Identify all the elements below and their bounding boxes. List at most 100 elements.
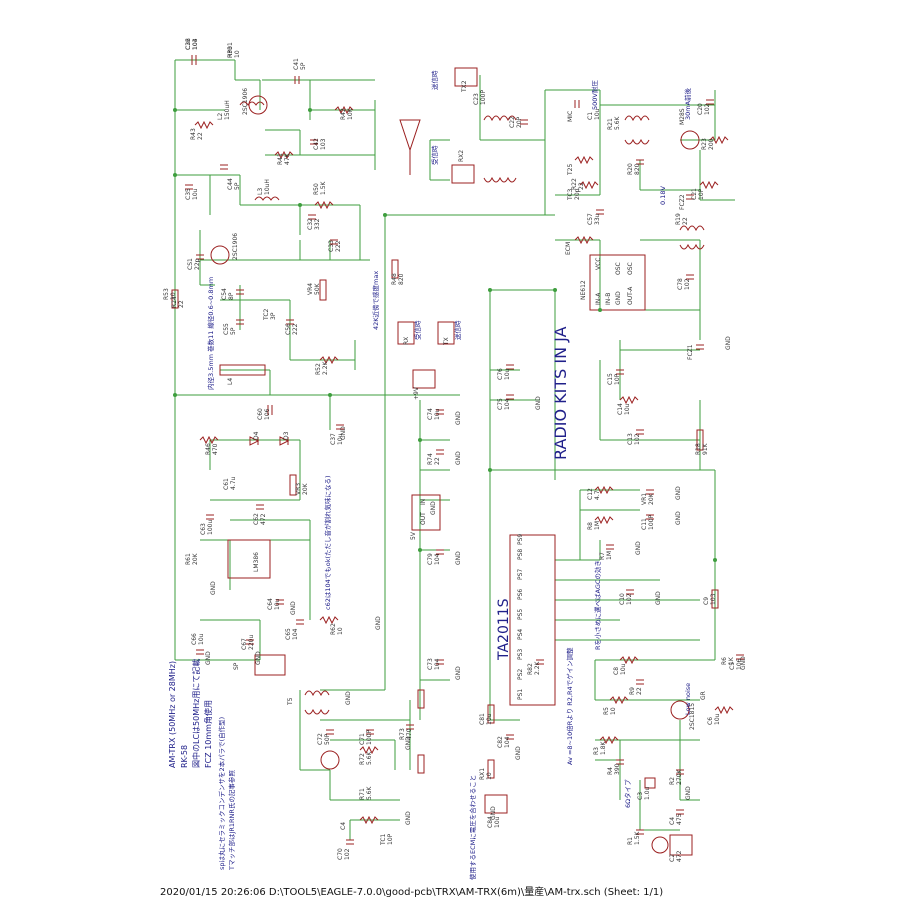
c12-capacitor <box>636 429 644 435</box>
component-value: 10u <box>624 403 631 415</box>
t25-coil <box>483 115 517 183</box>
component-value: 104 <box>504 398 511 410</box>
c14-capacitor <box>696 344 704 350</box>
component-ref: C73 <box>427 658 434 670</box>
c55-capacitor <box>236 319 244 325</box>
component-ref: C42 <box>313 138 320 150</box>
component-value: 200 <box>708 138 715 150</box>
component-ref: C4 <box>340 822 347 830</box>
speaker-type-note: 6Ωタイプ <box>623 779 632 808</box>
c15-capacitor <box>686 274 694 280</box>
component-ref: C35 <box>185 188 192 200</box>
c32-capacitor <box>308 214 316 220</box>
gnd-16: GND <box>405 811 412 825</box>
component-value: 104 <box>434 658 441 670</box>
net-rx2: RX2 <box>458 150 465 162</box>
component-value: 10K <box>347 107 354 120</box>
c67-capacitor <box>246 639 254 645</box>
r7-resistor <box>594 515 614 525</box>
ic1-pin-4: OUT-A <box>627 286 634 305</box>
component-ref: C14 <box>617 403 624 415</box>
small-note-2: Tマッチ部はJR1RNR氏の記事参照 <box>227 770 236 871</box>
component-ref: R7 <box>599 552 606 560</box>
component-value: 10P <box>387 833 394 845</box>
ic1-pin-1: IN-A <box>595 292 602 305</box>
component-ref: C57 <box>587 213 594 225</box>
r41-resistor <box>274 150 294 160</box>
component-value: 100P <box>480 90 487 105</box>
c60-capacitor <box>267 405 273 415</box>
ic1-name: NE612 <box>580 280 587 300</box>
component-value: 10u <box>198 633 205 645</box>
c21-capacitor <box>636 159 644 165</box>
vr3-pot <box>289 474 297 496</box>
component-value: 20K <box>302 482 309 495</box>
q-m28s <box>680 130 700 150</box>
component-value: 4.7u <box>230 476 237 490</box>
wires <box>174 59 735 840</box>
ic5-pin-gnd: GND <box>430 501 437 515</box>
ic1-pin-6: OSC <box>615 262 622 275</box>
c57-capacitor <box>536 659 544 665</box>
component-value: 2.2K <box>534 660 541 675</box>
c70-capacitor <box>406 724 414 730</box>
gnd-12: GND <box>455 666 462 680</box>
rx2-note: 受信時 <box>430 145 439 165</box>
c41-capacitor <box>294 76 300 84</box>
ic5-name: 5V <box>410 531 417 540</box>
r9-resistor <box>711 589 719 609</box>
component-value: 22 <box>682 217 689 225</box>
component-ref: VR1 <box>641 493 648 505</box>
l4-inductor <box>219 364 266 376</box>
component-ref: RX1 <box>479 768 486 780</box>
c81-capacitor <box>506 364 514 370</box>
component-ref: C22 <box>509 116 516 128</box>
component-ref: C4 <box>669 817 676 825</box>
t5-coil <box>304 690 330 715</box>
component-ref: ECM <box>565 242 572 255</box>
component-value: 10u <box>620 663 627 675</box>
c54-capacitor <box>236 289 244 295</box>
c79-capacitor <box>436 409 444 415</box>
ic5-body <box>411 494 441 531</box>
gnd-8: GND <box>740 656 747 670</box>
component-value: 10 <box>337 627 344 635</box>
component-value: 10 <box>486 772 493 780</box>
component-ref: C9 <box>703 597 710 605</box>
component-ref: R19 <box>675 213 682 225</box>
speaker-connector <box>254 654 286 676</box>
component-ref: R82 <box>527 663 534 675</box>
component-value: 1.5K <box>634 830 641 845</box>
component-value: 5.6K <box>366 750 373 765</box>
r21-resistor <box>579 180 599 190</box>
ps2: PS2 <box>517 669 524 680</box>
gnd-15: GND <box>405 736 412 750</box>
ps8: PS8 <box>517 549 524 560</box>
component-ref: L3 <box>257 188 264 195</box>
c10-capacitor <box>646 514 654 520</box>
component-value: 102 <box>704 103 711 115</box>
component-ref: C72 <box>317 733 324 745</box>
component-ref: R22 <box>571 178 578 190</box>
gnd-9: GND <box>455 411 462 425</box>
r3-resistor <box>609 695 629 705</box>
r62-resistor <box>319 615 339 625</box>
component-ref: C64 <box>267 598 274 610</box>
component-value: 20P <box>516 116 523 128</box>
component-ref: T5 <box>287 697 294 706</box>
component-value: 100P <box>648 515 655 530</box>
c78-capacitor <box>596 209 604 215</box>
rx2-connector <box>451 164 475 184</box>
component-ref: D4 <box>253 431 260 440</box>
component-value: 4.7 <box>594 490 601 500</box>
l2-inductor <box>239 101 265 106</box>
component-ref: SP <box>233 662 240 670</box>
c82-capacitor <box>506 394 514 400</box>
component-value: 104 <box>504 736 511 748</box>
gnd-3: GND <box>725 336 732 350</box>
component-ref: R3 <box>593 747 600 755</box>
component-ref: C84 <box>487 816 494 828</box>
component-ref: L2 <box>217 113 224 120</box>
gnd-4: GND <box>675 486 682 500</box>
